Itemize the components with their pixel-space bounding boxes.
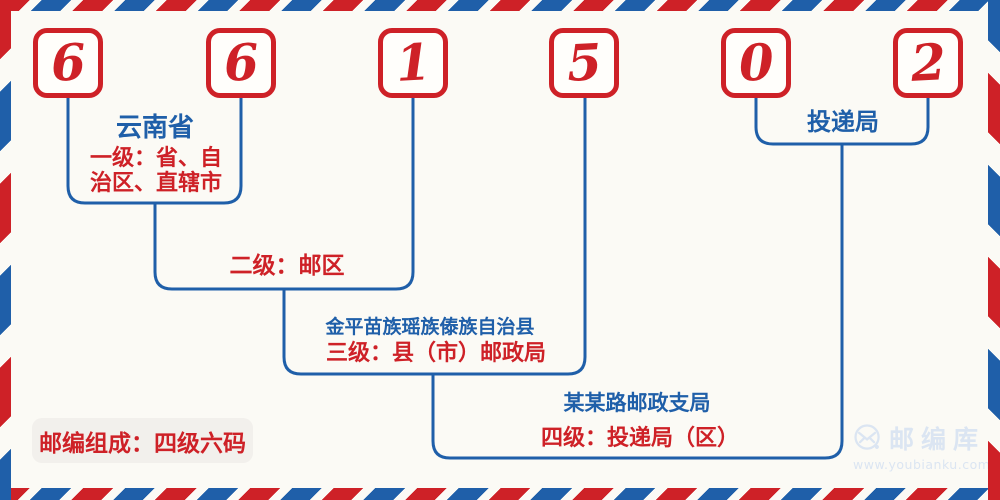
airmail-border-right: [988, 0, 1000, 500]
composition-note-text: 邮编组成：四级六码: [39, 430, 246, 457]
digit-box-3: 1: [378, 28, 448, 98]
province-name-label: 云南省: [115, 113, 195, 143]
postal-code-composition-note: 邮编组成：四级六码: [32, 418, 253, 463]
level1-description-label: 一级：省、自 治区、直辖市: [90, 146, 222, 197]
county-name-label: 金平苗族瑶族傣族自治县: [325, 316, 535, 338]
airmail-border-left: [0, 0, 11, 500]
airmail-border-top: [0, 0, 1000, 11]
watermark-brand-text: 邮编库: [889, 425, 986, 454]
level4-description-label: 四级：投递局（区）: [540, 426, 740, 451]
digit-1: 6: [49, 32, 87, 93]
digit-box-6: 2: [893, 28, 963, 98]
level2-description-label: 二级：邮区: [229, 253, 345, 279]
youbianku-watermark: 邮编库 www.youbianku.com: [853, 420, 991, 472]
digit-6: 2: [909, 32, 947, 93]
digit-box-5: 0: [721, 28, 791, 98]
digit-3: 1: [394, 32, 432, 93]
digit-box-2: 6: [206, 28, 276, 98]
delivery-office-label: 投递局: [807, 108, 879, 136]
digit-box-1: 6: [33, 28, 103, 98]
branch-office-name-label: 某某路邮政支局: [563, 391, 711, 415]
level1-description-line2: 治区、直辖市: [89, 171, 223, 197]
digit-4: 5: [565, 32, 603, 93]
level3-description-label: 三级：县（市）邮政局: [325, 341, 547, 366]
airmail-border-bottom: [0, 488, 1000, 500]
digit-2: 6: [222, 32, 260, 93]
digit-5: 0: [737, 32, 775, 93]
envelope-circle-icon: [854, 424, 880, 450]
watermark-url-text: www.youbianku.com: [853, 457, 991, 472]
level1-description-line1: 一级：省、自: [89, 146, 223, 171]
digit-box-4: 5: [549, 28, 619, 98]
